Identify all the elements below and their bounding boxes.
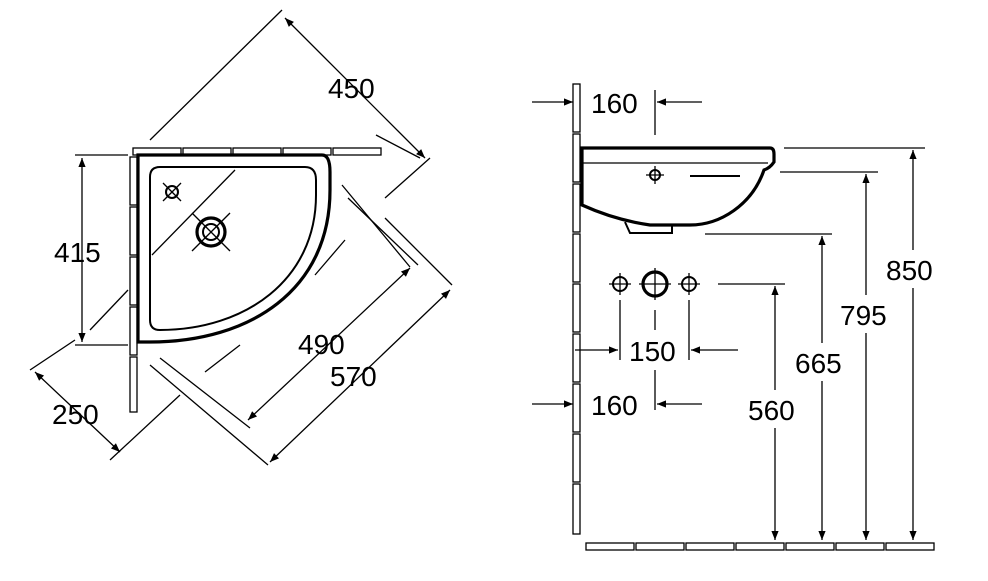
bowl-accent-line xyxy=(151,169,236,256)
side-extension-lines xyxy=(619,90,925,410)
side-view: 160 150 160 850 795 665 560 xyxy=(532,83,942,551)
dim-label-415: 415 xyxy=(54,237,101,268)
plan-dimension-lines xyxy=(34,17,451,463)
label-bg-560 xyxy=(746,390,804,428)
plan-wall-tiles-left xyxy=(129,156,138,413)
supply-left-symbol xyxy=(609,273,631,295)
basin-bowl xyxy=(149,166,317,332)
label-bg-850 xyxy=(884,250,942,288)
label-bg-665 xyxy=(793,343,851,381)
side-tap-symbol xyxy=(646,166,664,184)
tap-hole-symbol xyxy=(162,182,182,202)
drain-symbol xyxy=(191,212,231,252)
dim-label-160-top: 160 xyxy=(591,88,638,119)
basin-side-profile xyxy=(580,146,776,227)
basin-outline xyxy=(136,153,332,344)
dim-label-795: 795 xyxy=(840,300,887,331)
dim-label-665: 665 xyxy=(795,348,842,379)
dim-label-450: 450 xyxy=(328,73,375,104)
dim-label-560: 560 xyxy=(748,395,795,426)
dim-label-570: 570 xyxy=(330,361,377,392)
plan-view: 450 415 490 570 250 xyxy=(29,9,453,466)
label-bg-795 xyxy=(838,295,896,333)
dim-label-850: 850 xyxy=(886,255,933,286)
waste-connection-symbol xyxy=(639,268,671,300)
supply-right-symbol xyxy=(678,273,700,295)
dim-label-250: 250 xyxy=(52,399,99,430)
dim-label-150: 150 xyxy=(629,336,676,367)
dim-label-160-bottom: 160 xyxy=(591,390,638,421)
side-wall-tiles xyxy=(572,83,581,535)
side-floor-tiles xyxy=(585,542,935,551)
waste-outlet xyxy=(624,221,673,234)
plan-extension-lines xyxy=(29,9,453,466)
dim-label-490: 490 xyxy=(298,329,345,360)
